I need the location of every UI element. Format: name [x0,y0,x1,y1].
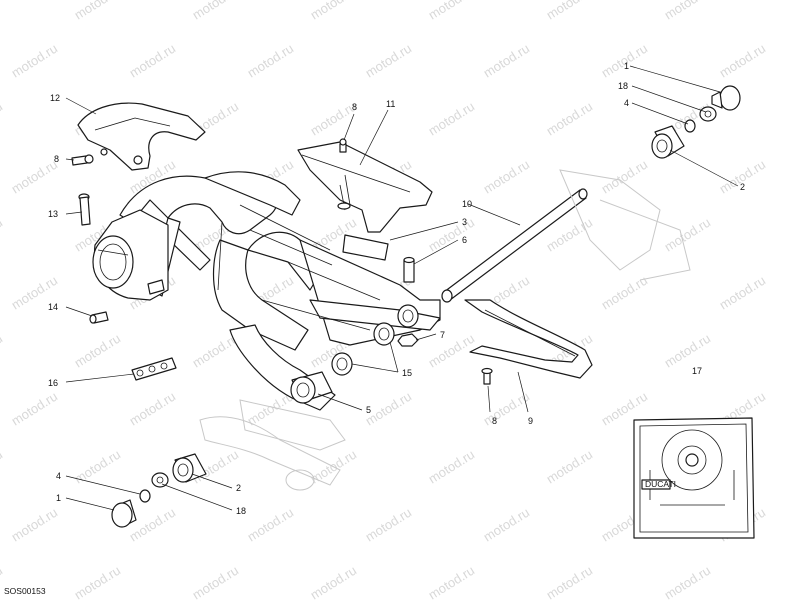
watermark-text: motod.ru [717,273,768,313]
callout-14: 14 [48,302,58,312]
watermark-text: motod.ru [717,41,768,81]
callout-13: 13 [48,209,58,219]
watermark-text: motod.ru [0,331,5,371]
watermark-text: motod.ru [544,99,595,139]
bolt-13 [78,193,91,226]
watermark-text: motod.ru [72,447,123,487]
screw-bottom [481,367,493,385]
callout-3: 3 [462,217,467,227]
watermark-text: motod.ru [72,563,123,600]
watermark-text: motod.ru [0,447,5,487]
watermark-text: motod.ru [481,41,532,81]
kit-brand-label: DUCATI [645,479,676,489]
watermark-text: motod.ru [72,0,123,23]
watermark-text: motod.ru [9,157,60,197]
watermark-text: motod.ru [127,41,178,81]
watermark-text: motod.ru [9,505,60,545]
watermark-text: motod.ru [308,563,359,600]
callout-1-top: 1 [624,61,629,71]
watermark-text: motod.ru [662,215,713,255]
callout-15: 15 [402,368,412,378]
callout-1-bottom: 1 [56,493,61,503]
watermark-text: motod.ru [662,0,713,23]
nut-7 [397,333,419,347]
callout-17: 17 [692,366,702,376]
chain-slider [131,357,177,381]
callout-18-top: 18 [618,81,628,91]
watermark-text: motod.ru [245,41,296,81]
watermark-text: motod.ru [363,505,414,545]
pivot-spacer [290,371,333,404]
watermark-text: motod.ru [481,505,532,545]
callout-labels: 1 18 4 2 12 8 8 11 10 3 6 13 14 7 15 16 … [48,61,745,516]
callout-11: 11 [386,99,395,109]
watermark-text: motod.ru [481,157,532,197]
watermark-text: motod.ru [662,563,713,600]
pivot-bushings [331,304,419,376]
leader-lines [65,65,739,511]
watermark-text: motod.ru [662,331,713,371]
watermark-text: motod.ru [0,215,5,255]
kit-panel: DUCATI [633,417,755,539]
bushing-6 [403,256,415,283]
callout-4-top: 4 [624,98,629,108]
screw-left [71,154,94,166]
watermark-text: motod.ru [426,99,477,139]
eccentric-hub [92,209,169,301]
callout-2-top: 2 [740,182,745,192]
screw-top [339,138,347,153]
callout-9: 9 [528,416,533,426]
callout-18-bottom: 18 [236,506,246,516]
shaft-10 [441,188,588,303]
watermark-text: motod.ru [426,447,477,487]
callout-12: 12 [50,93,60,103]
watermark-text: motod.ru [127,505,178,545]
callout-5: 5 [366,405,371,415]
diagram-reference-code: SOS00153 [4,586,46,596]
callout-16: 16 [48,378,58,388]
watermark-text: motod.ru [544,447,595,487]
callout-2-bottom: 2 [236,483,241,493]
watermark-text: motod.ru [9,41,60,81]
callout-8-top: 8 [352,102,357,112]
callout-4-bottom: 4 [56,471,61,481]
callout-7: 7 [440,330,445,340]
watermark-text: motod.ru [9,389,60,429]
watermark-text: motod.ru [363,41,414,81]
watermark-text: motod.ru [426,215,477,255]
watermark-text: motod.ru [190,0,241,23]
watermark-text: motod.ru [0,0,5,23]
watermark-text: motod.ru [426,563,477,600]
callout-8-bottom: 8 [492,416,497,426]
axle-parts-upper [651,85,741,159]
callout-8-left: 8 [54,154,59,164]
watermark-text: motod.ru [72,331,123,371]
watermark-text: motod.ru [544,563,595,600]
watermark-text: motod.ru [426,0,477,23]
callout-6: 6 [462,235,467,245]
axle-parts-lower [111,453,207,528]
watermark-text: motod.ru [599,273,650,313]
grease-nipple [89,311,109,324]
watermark-text: motod.ru [544,0,595,23]
ghost-parts [199,169,691,491]
watermark-text: motod.ru [426,331,477,371]
watermark-text: motod.ru [308,0,359,23]
chain-slider-9 [464,299,593,379]
watermark-text: motod.ru [190,563,241,600]
chain-guard [77,102,206,171]
watermark-text: motod.ru [245,505,296,545]
watermark-text: motod.ru [127,389,178,429]
plate-3 [342,234,389,261]
callout-10: 10 [462,199,472,209]
watermark-text: motod.ru [599,157,650,197]
watermark-text: motod.ru [0,99,5,139]
hugger-guard [297,141,433,233]
